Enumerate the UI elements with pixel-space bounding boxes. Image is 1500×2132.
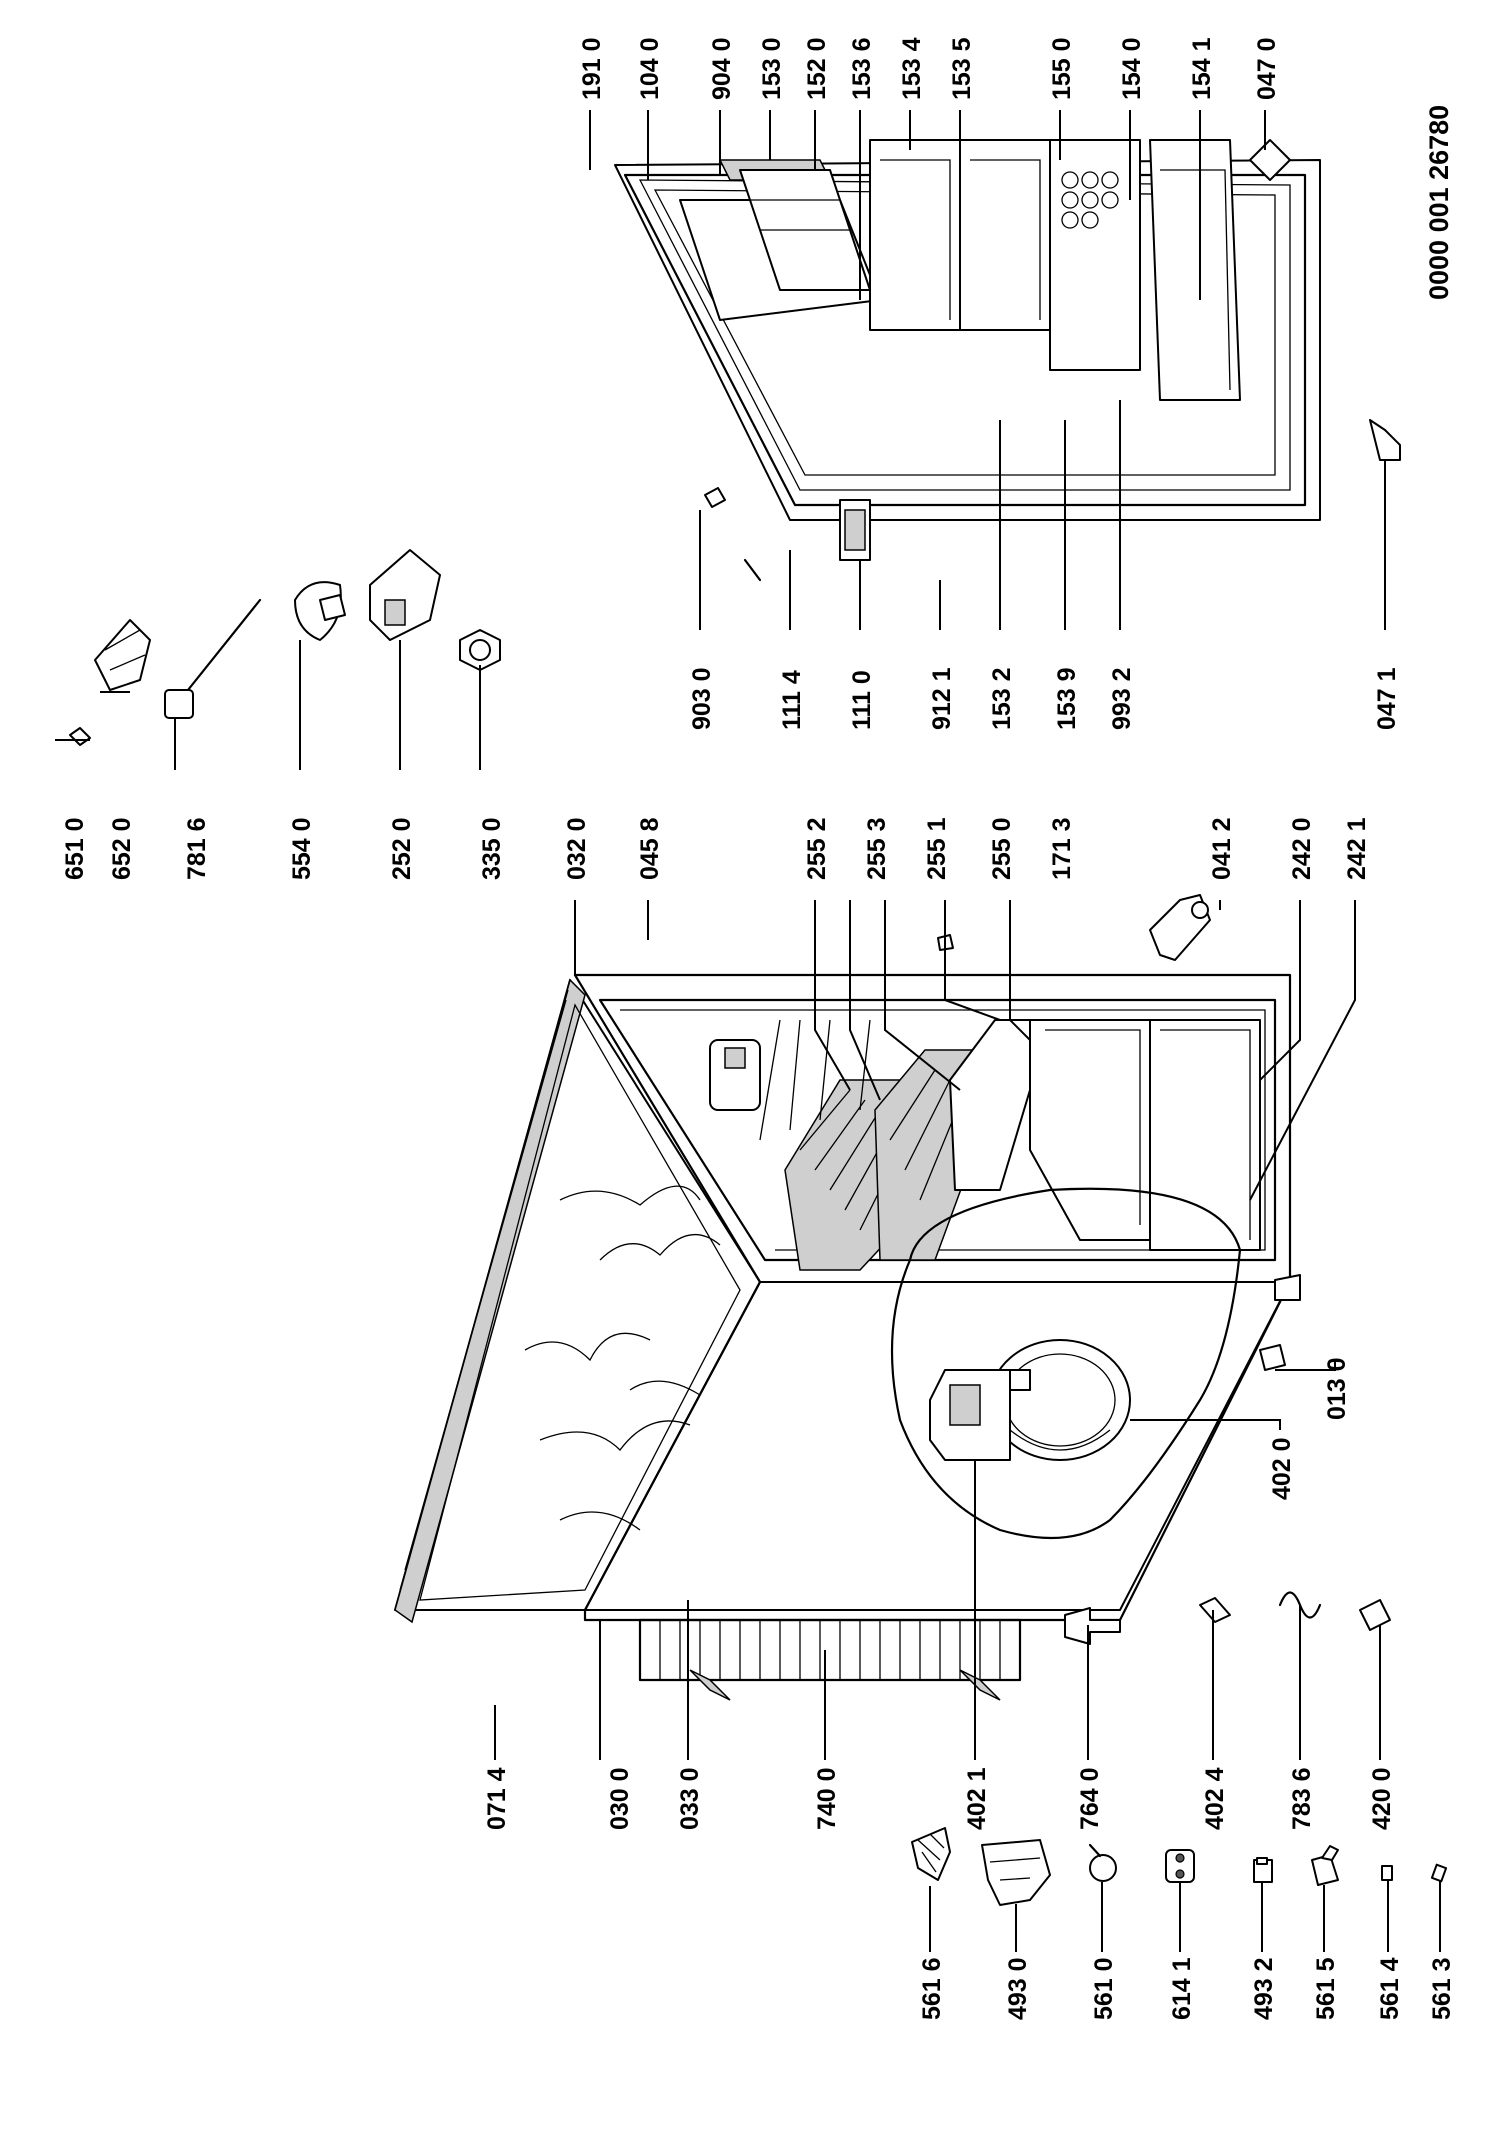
label-013-0: 013 0 — [1323, 1357, 1351, 1420]
label-153-5: 153 5 — [948, 37, 976, 100]
door-labels: 191 0 104 0 904 0 153 0 152 0 153 6 153 … — [578, 37, 1401, 730]
label-041-2: 041 2 — [1208, 817, 1236, 880]
cabinet-labels: 071 4 030 0 033 0 740 0 402 1 764 0 402 … — [483, 1357, 1396, 1830]
label-335-0: 335 0 — [478, 817, 506, 880]
part-5616-drawing — [911, 1827, 951, 1881]
label-153-0: 153 0 — [758, 37, 786, 100]
left-column-labels: 561 6 493 0 561 0 614 1 493 2 561 5 561 … — [918, 1880, 1456, 2020]
label-047-1: 047 1 — [1373, 667, 1401, 730]
label-402-4: 402 4 — [1201, 1767, 1229, 1830]
label-561-3: 561 3 — [1428, 1957, 1456, 2020]
part-4930-drawing — [981, 1839, 1051, 1906]
label-242-0: 242 0 — [1288, 817, 1316, 880]
label-153-6: 153 6 — [848, 37, 876, 100]
label-255-0: 255 0 — [988, 817, 1016, 880]
part-5614-drawing — [1381, 1865, 1393, 1881]
thermostat-labels: 651 0 652 0 781 6 554 0 252 0 335 0 — [55, 640, 506, 880]
label-153-2: 153 2 — [988, 667, 1016, 730]
label-032-0: 032 0 — [563, 817, 591, 880]
label-554-0: 554 0 — [288, 817, 316, 880]
label-493-2: 493 2 — [1250, 1957, 1278, 2020]
label-783-6: 783 6 — [1288, 1767, 1316, 1830]
label-047-0: 047 0 — [1253, 37, 1281, 100]
label-111-4: 111 4 — [778, 670, 806, 730]
label-420-0: 420 0 — [1368, 1767, 1396, 1830]
label-255-1: 255 1 — [923, 817, 951, 880]
label-071-4: 071 4 — [483, 1767, 511, 1830]
lower-small-parts — [1064, 1591, 1391, 1645]
part-5610-drawing — [1088, 1843, 1117, 1882]
label-033-0: 033 0 — [676, 1767, 704, 1830]
label-255-2: 255 2 — [803, 817, 831, 880]
label-912-1: 912 1 — [928, 667, 956, 730]
cabinet-drawing — [394, 894, 1301, 1701]
label-561-0: 561 0 — [1090, 1957, 1118, 2020]
door-drawing — [614, 139, 1321, 561]
label-191-0: 191 0 — [578, 37, 606, 100]
part-6141-drawing — [1165, 1849, 1195, 1883]
cabinet-side-labels: 032 0 045 8 255 2 255 3 255 1 255 0 171 … — [563, 817, 1371, 1201]
label-402-1: 402 1 — [963, 1767, 991, 1830]
label-781-6: 781 6 — [183, 817, 211, 880]
label-652-0: 652 0 — [108, 817, 136, 880]
label-171-3: 171 3 — [1048, 817, 1076, 880]
label-561-5: 561 5 — [1312, 1957, 1340, 2020]
label-904-0: 904 0 — [708, 37, 736, 100]
label-242-1: 242 1 — [1343, 817, 1371, 880]
label-740-0: 740 0 — [813, 1767, 841, 1830]
label-561-4: 561 4 — [1376, 1957, 1404, 2020]
label-104-0: 104 0 — [636, 37, 664, 100]
label-764-0: 764 0 — [1076, 1767, 1104, 1830]
part-5615-drawing — [1311, 1845, 1339, 1886]
label-993-2: 993 2 — [1108, 667, 1136, 730]
label-903-0: 903 0 — [688, 667, 716, 730]
label-153-4: 153 4 — [898, 37, 926, 100]
thermostat-parts — [69, 549, 501, 746]
label-030-0: 030 0 — [606, 1767, 634, 1830]
label-255-3: 255 3 — [863, 817, 891, 880]
door-small-parts — [704, 139, 1401, 582]
label-155-0: 155 0 — [1048, 37, 1076, 100]
part-4932-drawing — [1253, 1857, 1273, 1883]
label-153-9: 153 9 — [1053, 667, 1081, 730]
label-154-1: 154 1 — [1188, 37, 1216, 100]
part-5613-drawing — [1430, 1863, 1448, 1883]
label-252-0: 252 0 — [388, 817, 416, 880]
label-152-0: 152 0 — [803, 37, 831, 100]
document-number: 0000 001 26780 — [1424, 105, 1454, 300]
label-111-0: 111 0 — [848, 670, 876, 730]
label-402-0: 402 0 — [1268, 1437, 1296, 1500]
label-493-0: 493 0 — [1004, 1957, 1032, 2020]
label-614-1: 614 1 — [1168, 1957, 1196, 2020]
label-561-6: 561 6 — [918, 1957, 946, 2020]
label-045-8: 045 8 — [636, 817, 664, 880]
label-651-0: 651 0 — [61, 817, 89, 880]
label-154-0: 154 0 — [1118, 37, 1146, 100]
